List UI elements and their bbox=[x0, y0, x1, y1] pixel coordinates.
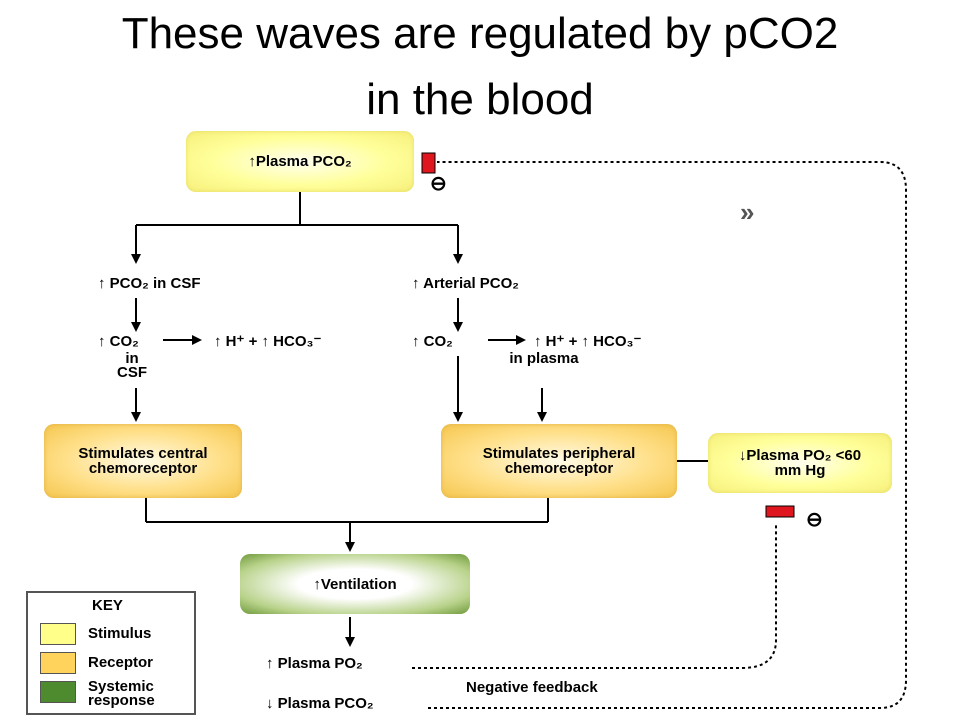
legend-key: KEY Stimulus Receptor Systemic response bbox=[26, 591, 196, 715]
label-result-pco2: ↓ Plasma PCO₂ bbox=[266, 695, 374, 712]
legend-title: KEY bbox=[92, 597, 123, 614]
inhibit-symbol-right: ⊖ bbox=[806, 509, 823, 531]
label-negative-feedback: Negative feedback bbox=[466, 679, 598, 696]
label-h-hco3-right: ↑ H⁺ + ↑ HCO₃⁻ bbox=[534, 333, 642, 350]
legend-swatch-receptor bbox=[40, 652, 76, 674]
chevron-icon: » bbox=[740, 197, 755, 227]
title-line-2: in the blood bbox=[366, 75, 594, 124]
legend-label-receptor: Receptor bbox=[88, 654, 154, 671]
box-plasma-po2-low: ↓Plasma PO₂ <60 mm Hg bbox=[708, 433, 892, 493]
label-in-plasma: in plasma bbox=[509, 350, 579, 367]
label-co2-right: ↑ CO₂ bbox=[412, 333, 453, 350]
inhibit-symbol-top: ⊖ bbox=[430, 173, 447, 195]
inhibitor-marker-right bbox=[765, 505, 795, 518]
box-plasma-pco2: ↑Plasma PCO₂ bbox=[186, 131, 414, 192]
title-line-1: These waves are regulated by pCO2 bbox=[121, 9, 839, 58]
legend-label-systemic: Systemic response bbox=[88, 678, 155, 709]
box-central-chemoreceptor: Stimulates central chemoreceptor bbox=[44, 424, 242, 498]
legend-swatch-stimulus bbox=[40, 623, 76, 645]
box-peripheral-chemoreceptor: Stimulates peripheral chemoreceptor bbox=[441, 424, 677, 498]
inhibitor-marker-top bbox=[421, 152, 436, 174]
label-arterial-pco2: ↑ Arterial PCO₂ bbox=[412, 275, 519, 292]
box-ventilation: ↑Ventilation bbox=[240, 554, 470, 614]
label-pco2-csf: ↑ PCO₂ in CSF bbox=[98, 275, 201, 292]
legend-swatch-systemic bbox=[40, 681, 76, 703]
label-co2-left: ↑ CO₂ bbox=[98, 333, 139, 350]
legend-label-stimulus: Stimulus bbox=[88, 625, 152, 642]
label-result-po2: ↑ Plasma PO₂ bbox=[266, 655, 363, 672]
label-h-hco3-left: ↑ H⁺ + ↑ HCO₃⁻ bbox=[214, 333, 322, 350]
label-in-csf: in CSF bbox=[117, 350, 147, 381]
